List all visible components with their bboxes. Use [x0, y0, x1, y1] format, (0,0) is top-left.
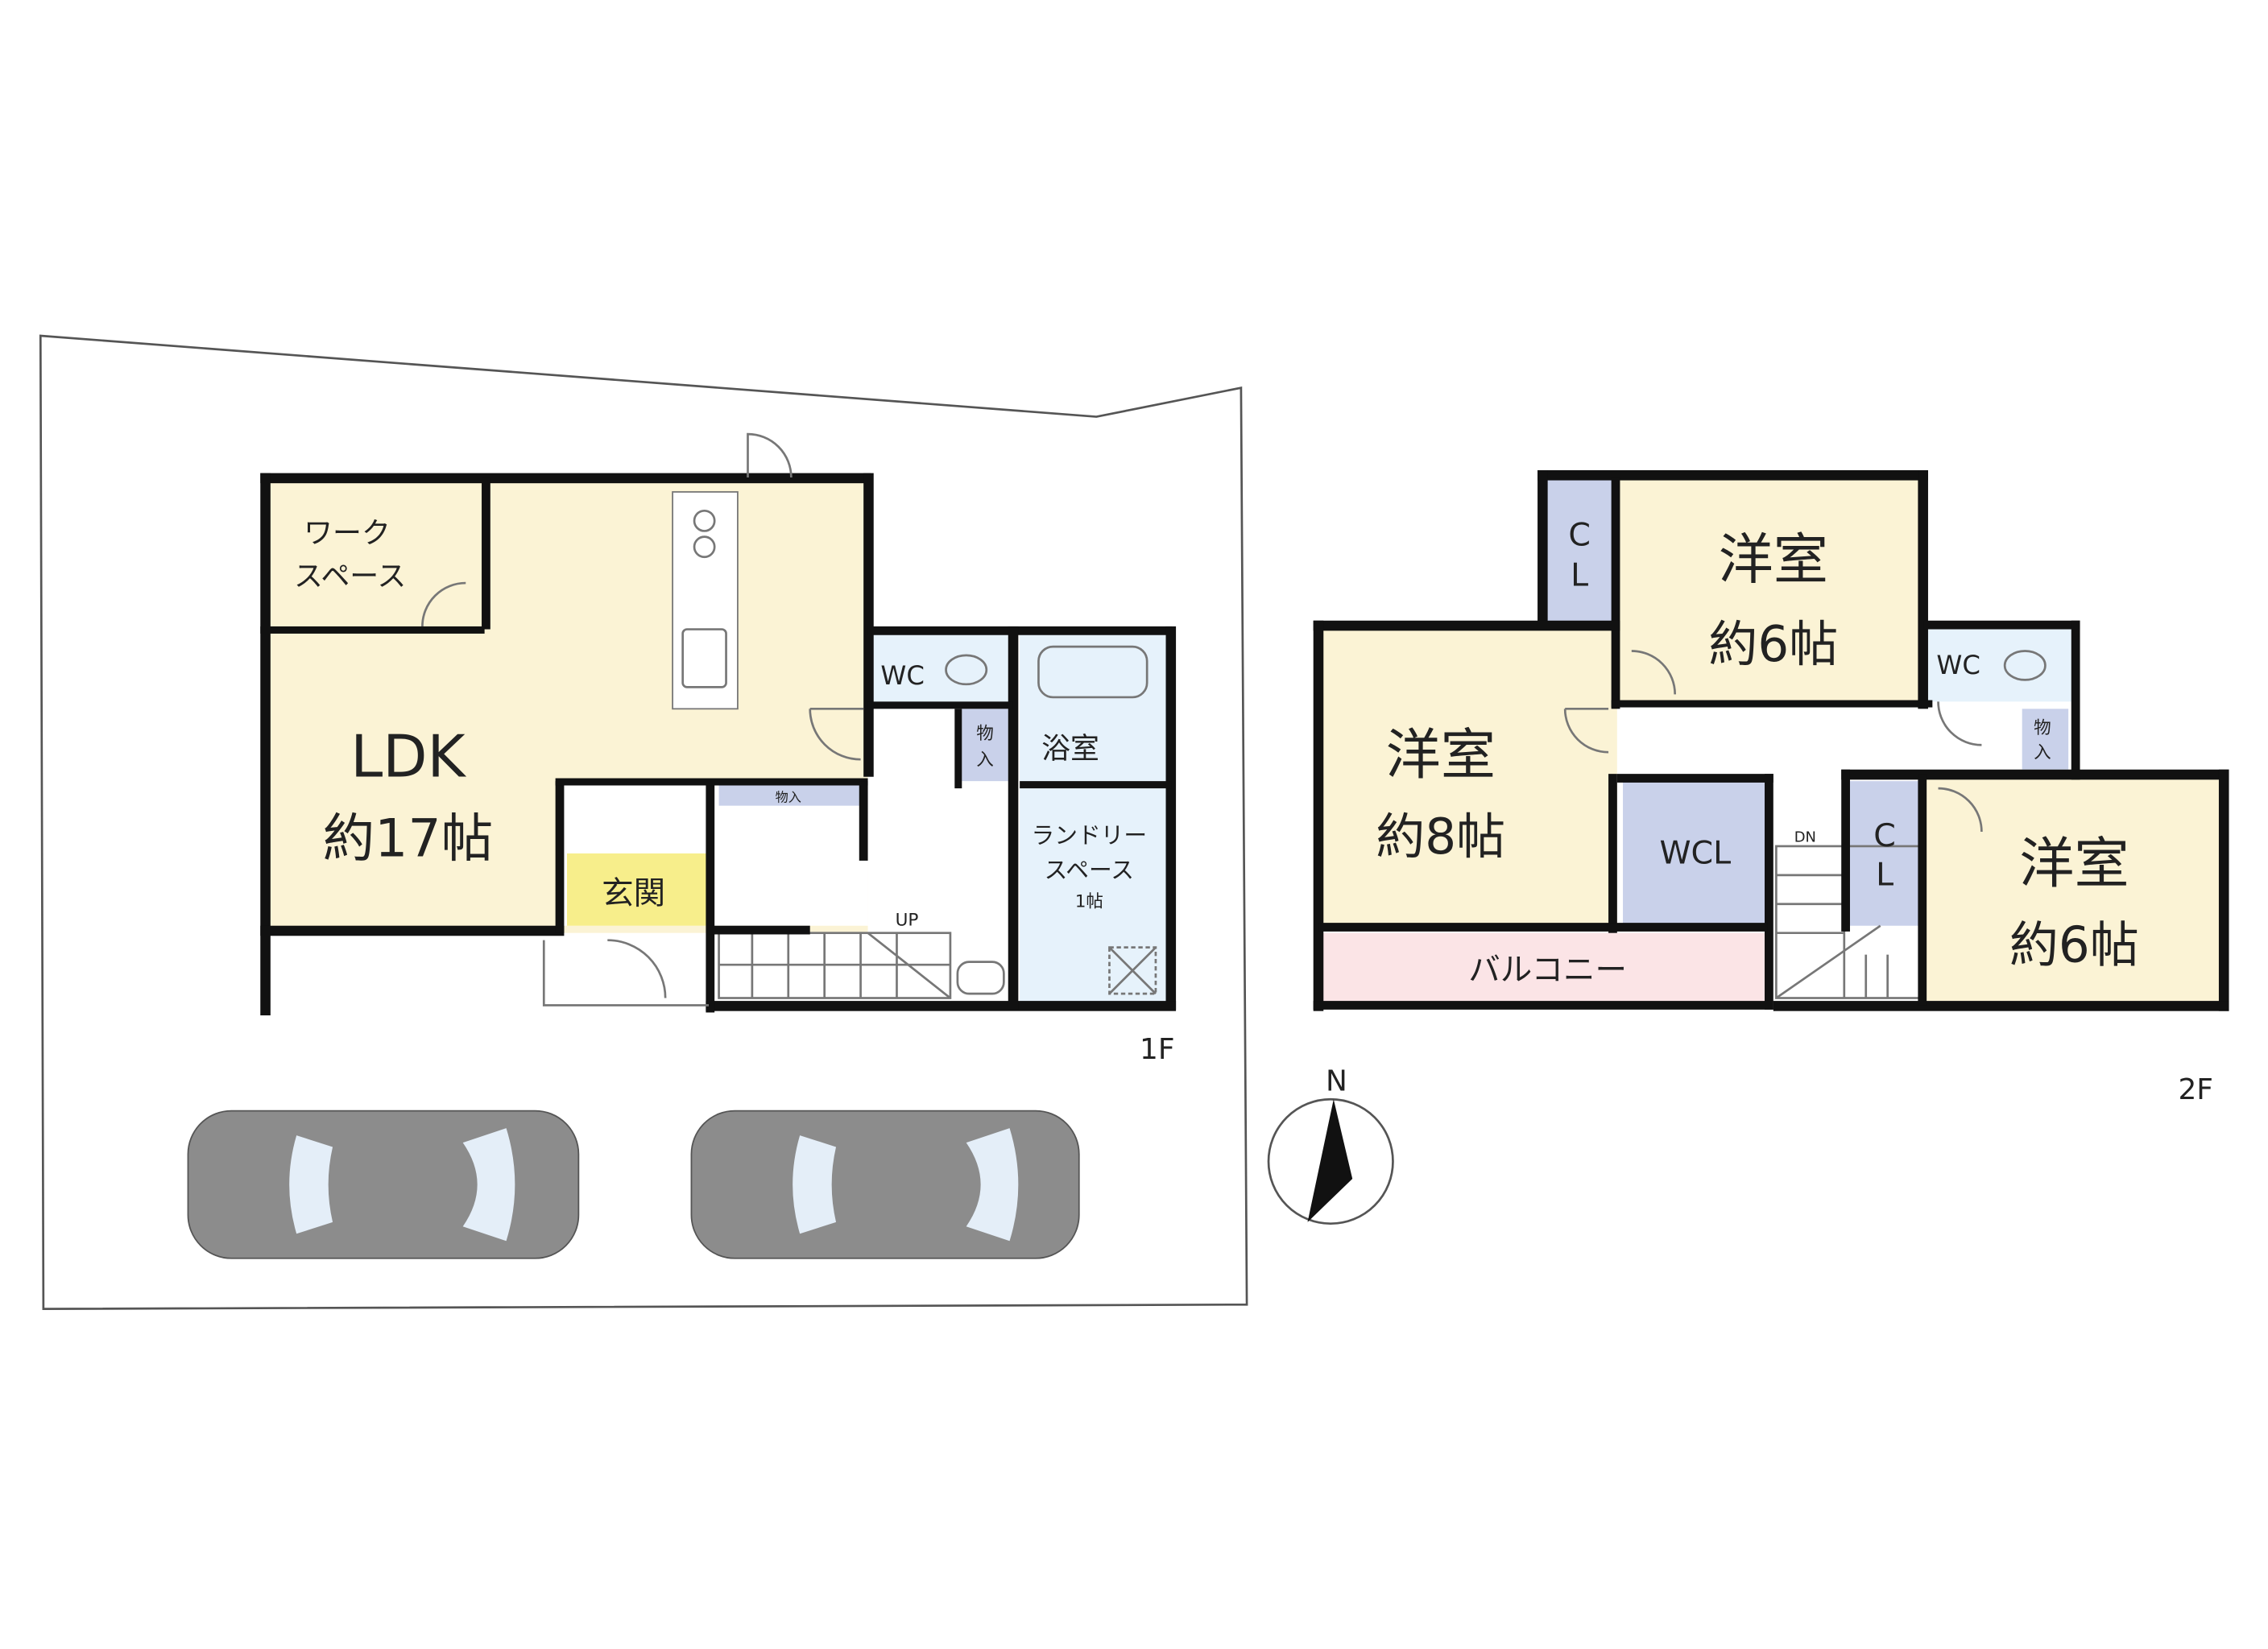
- laundry-room: [1020, 788, 1169, 1006]
- wc-label-2f: WC: [1936, 650, 1980, 680]
- wcl-room: [1623, 781, 1768, 926]
- laundry-label: ランドリー: [1032, 821, 1148, 849]
- wc-label: WC: [880, 660, 925, 691]
- wcl-label: WCL: [1659, 834, 1731, 871]
- closet-east: [1848, 781, 1924, 926]
- room-north: [1616, 477, 1921, 702]
- storage-small: [962, 709, 1008, 782]
- work-space-label: スペース: [294, 560, 406, 593]
- work-space-label: ワーク: [304, 517, 391, 550]
- closet-label: L: [1571, 557, 1588, 594]
- ldk-size: 約17帖: [323, 809, 494, 870]
- stairs-dn-label: DN: [1794, 829, 1816, 846]
- lot-boundary: [39, 334, 1248, 1310]
- entrance-label: 玄関: [602, 875, 665, 912]
- laundry-label: スペース: [1045, 856, 1134, 883]
- north-label: N: [1326, 1064, 1347, 1097]
- balcony: [1318, 932, 1765, 1006]
- stairs-up-label: UP: [896, 911, 919, 931]
- balcony-label: バルコニー: [1468, 952, 1627, 989]
- ldk-label: LDK: [350, 723, 466, 791]
- room-west-name: 洋室: [1385, 724, 1495, 787]
- room-north-size: 約6帖: [1708, 616, 1838, 673]
- closet-north: [1542, 477, 1617, 622]
- north-arrow-icon: [1307, 1099, 1353, 1222]
- stairs-1f: [718, 932, 952, 999]
- storage-small-2f: [2022, 709, 2069, 770]
- room-west: [1318, 625, 1617, 926]
- storage-label-2f: 入: [2034, 742, 2051, 763]
- room-west-size: 約8帖: [1376, 808, 1505, 866]
- storage-hall: [718, 785, 864, 806]
- storage-hall-label: 物入: [776, 789, 801, 804]
- floor-2: C L 洋室 約6帖 洋室 約8帖 WCL バルコニー WC 物 入 C L 洋…: [1313, 470, 2229, 1106]
- laundry-size: 1帖: [1075, 891, 1103, 911]
- room-east-size: 約6帖: [2009, 917, 2139, 974]
- room-east-name: 洋室: [2019, 833, 2129, 896]
- room-north-name: 洋室: [1719, 529, 1828, 593]
- entrance-room: [567, 853, 709, 926]
- floor-1-label: 1F: [1140, 1033, 1175, 1066]
- closet-label: C: [1873, 817, 1896, 854]
- storage-label: 物: [976, 724, 994, 744]
- car: [187, 1110, 580, 1259]
- wc-room-2f: [1923, 625, 2071, 702]
- storage-label-2f: 物: [2034, 718, 2051, 738]
- floor-1: ワーク スペース LDK 約17帖 玄関 WC 浴室 物 入 物入 ランドリー …: [260, 432, 1177, 1066]
- bath-label: 浴室: [1041, 732, 1099, 765]
- compass: N: [1267, 1064, 1394, 1225]
- storage-label: 入: [976, 750, 994, 770]
- floor-2-label: 2F: [2178, 1073, 2213, 1106]
- closet-label: C: [1568, 516, 1591, 553]
- room-east: [1923, 774, 2224, 1002]
- closet-label: L: [1876, 856, 1893, 893]
- bath-room: [1020, 632, 1169, 782]
- car: [690, 1110, 1080, 1259]
